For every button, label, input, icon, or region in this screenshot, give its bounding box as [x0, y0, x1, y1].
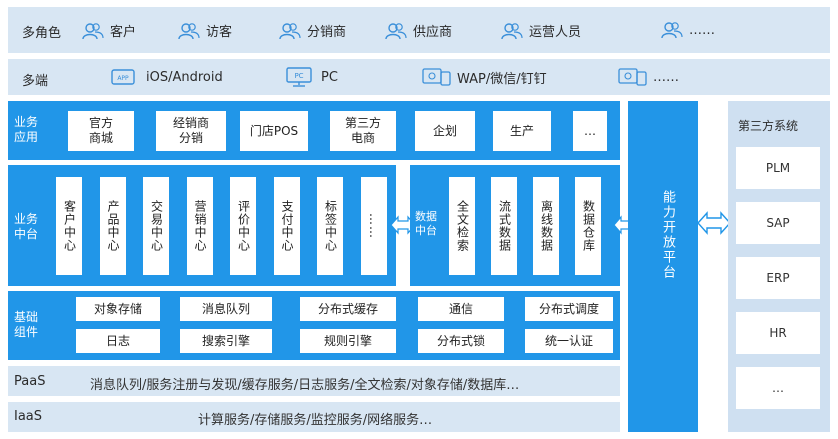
- app-box: …: [573, 111, 607, 151]
- role-item: 客户: [82, 21, 136, 40]
- app-label-line: 商城: [88, 131, 113, 145]
- third-party-item: …: [736, 367, 820, 409]
- data-box: 离线数据: [533, 177, 559, 275]
- ends-label: 多端: [22, 74, 49, 89]
- center-box: 支付中心: [273, 177, 300, 275]
- ends-band: [8, 59, 830, 95]
- roles-label: 多角色: [22, 26, 62, 41]
- app-label-line: 门店POS: [249, 123, 299, 138]
- role-label: 访客: [206, 25, 233, 40]
- end-label: ……: [653, 69, 679, 85]
- component-box: 分布式缓存: [300, 297, 396, 321]
- third-party-item: ERP: [736, 257, 820, 299]
- data-box: 全文检索: [449, 177, 475, 275]
- double-arrow-icon: [697, 211, 731, 235]
- app-box: 生产: [493, 111, 551, 151]
- center-box: 营销中心: [186, 177, 213, 275]
- data-box: 数据仓库: [575, 177, 601, 275]
- end-label: WAP/微信/钉钉: [457, 71, 547, 87]
- third-party-item: SAP: [736, 202, 820, 244]
- center-box: 标签中心: [317, 177, 343, 275]
- iaas-label: IaaS: [14, 409, 43, 424]
- app-label-line: 生产: [509, 123, 534, 138]
- third-party-item: PLM: [736, 147, 820, 189]
- role-item: 分销商: [279, 21, 346, 40]
- app-box: 门店POS: [240, 111, 308, 151]
- third-party-title: 第三方系统: [738, 119, 799, 133]
- app-label-line: 经销商: [172, 116, 209, 130]
- app-label-line: 官方: [88, 116, 113, 130]
- app-label-line: …: [584, 123, 596, 138]
- center-box: 交易中心: [143, 177, 169, 275]
- end-label: PC: [321, 69, 338, 85]
- end-item: ……: [617, 67, 679, 87]
- end-item: WAP/微信/钉钉: [421, 67, 547, 87]
- app-label-line: 分销: [178, 131, 203, 145]
- users-icon: [82, 22, 104, 40]
- third-party-item: HR: [736, 312, 820, 354]
- icon-text: APP: [117, 75, 129, 82]
- center-box: ……: [360, 177, 387, 275]
- paas-band: [8, 366, 620, 396]
- base-components-label: 基础 组件: [14, 310, 39, 339]
- end-item: PC PC: [285, 67, 338, 87]
- component-box: 消息队列: [180, 297, 272, 321]
- center-box: 客户中心: [56, 177, 82, 275]
- app-box: 经销商分销: [156, 111, 226, 151]
- component-box: 统一认证: [525, 329, 613, 353]
- roles-band: [8, 7, 830, 53]
- app-label-line: 企划: [432, 123, 457, 138]
- open-platform-band: [628, 101, 698, 432]
- data-box: 流式数据: [491, 177, 517, 275]
- role-label: ……: [689, 22, 715, 38]
- component-box: 分布式调度: [525, 297, 613, 321]
- users-icon: [661, 21, 683, 39]
- center-box: 产品中心: [99, 177, 126, 275]
- iaas-band: [8, 402, 620, 432]
- role-label: 运营人员: [529, 25, 582, 40]
- component-box: 规则引擎: [300, 329, 396, 353]
- app-label-line: 第三方: [344, 116, 381, 130]
- center-box: 评价中心: [230, 177, 256, 275]
- data-middle-label: 数据 中台: [415, 210, 437, 237]
- role-item: 访客: [178, 21, 232, 40]
- component-box: 搜索引擎: [180, 329, 272, 353]
- end-item: APP iOS/Android: [110, 67, 223, 87]
- open-platform-label: 能力开放平台: [660, 190, 675, 280]
- app-box: 第三方电商: [330, 111, 396, 151]
- end-label: iOS/Android: [146, 69, 223, 85]
- app-label-line: 电商: [350, 131, 375, 145]
- users-icon: [501, 22, 523, 40]
- app-box: 企划: [415, 111, 475, 151]
- wap-icon: [421, 67, 451, 87]
- role-label: 分销商: [307, 25, 347, 40]
- users-icon: [178, 22, 200, 40]
- users-icon: [385, 22, 407, 40]
- component-box: 通信: [418, 297, 504, 321]
- role-item: 运营人员: [501, 21, 581, 40]
- component-box: 对象存储: [76, 297, 160, 321]
- component-box: 分布式锁: [418, 329, 504, 353]
- business-middle-label: 业务 中台: [14, 212, 39, 241]
- device-icon: [617, 67, 647, 87]
- icon-text: PC: [294, 72, 303, 80]
- app-box: 官方商城: [68, 111, 134, 151]
- paas-label: PaaS: [14, 374, 46, 389]
- iaas-text: 计算服务/存储服务/监控服务/网络服务…: [198, 413, 433, 428]
- paas-text: 消息队列/服务注册与发现/缓存服务/日志服务/全文检索/对象存储/数据库…: [90, 378, 520, 393]
- role-item: ……: [661, 21, 715, 39]
- role-label: 供应商: [413, 25, 453, 40]
- role-label: 客户: [110, 25, 137, 40]
- pc-icon: PC: [285, 67, 313, 87]
- role-item: 供应商: [385, 21, 452, 40]
- component-box: 日志: [76, 329, 160, 353]
- users-icon: [279, 22, 301, 40]
- business-apps-label: 业务 应用: [14, 115, 39, 144]
- app-icon: APP: [110, 67, 138, 87]
